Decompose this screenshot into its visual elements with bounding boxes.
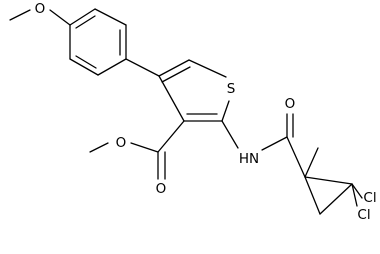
bond-c3-ester-carbon [157, 120, 185, 153]
bond-nh-amide-carbon [261, 136, 288, 151]
atom-ester-carbonyl-oxygen: O [156, 181, 167, 197]
atom-thiophene-sulfur: S [227, 81, 236, 97]
bond-thiophene-c5-s [188, 59, 227, 78]
bond-benzene-inner-3 [75, 55, 97, 69]
bond-thiophene-c5-c5-double [161, 66, 191, 83]
bond-ester-c-o [130, 142, 159, 153]
bond-thiophene-c4-c5 [158, 59, 190, 77]
bond-benzene-1 [69, 8, 96, 26]
atom-amide-carbonyl-oxygen: O [285, 96, 296, 112]
bond-benzene-5 [69, 58, 99, 76]
bond-cyclopropane-2 [319, 183, 353, 215]
bond-benzene-inner-1 [75, 15, 96, 29]
bond-amide-cyclopropane [286, 136, 306, 178]
bond-cyclopropane-methyl [304, 147, 319, 178]
bond-methoxy-o-ring [49, 9, 71, 26]
bond-benzene-4 [97, 58, 127, 76]
bond-cyclopropane-1 [304, 176, 353, 185]
atom-amide-nitrogen: HN [239, 151, 259, 167]
bond-cyclopropane-3 [304, 176, 321, 215]
bond-ccl2-cl-top [351, 183, 363, 199]
atom-methoxy-oxygen: O [35, 1, 46, 17]
bond-thiophene-s-c2 [221, 100, 230, 122]
bond-c2-nh [221, 120, 239, 149]
bond-ester-o-methyl [89, 142, 109, 153]
bond-aryl-thiophene [125, 58, 160, 77]
bond-benzene-2 [94, 8, 127, 26]
label-layer: O S O O HN O Cl Cl [35, 1, 377, 223]
atom-ester-ether-oxygen: O [116, 135, 127, 151]
bond-thiophene-c3-c4 [158, 75, 185, 122]
bond-methoxy-methyl-o [9, 9, 31, 21]
bond-layer [9, 8, 363, 215]
bond-ccl2-cl-bottom [351, 183, 358, 207]
atom-chlorine-top: Cl [363, 190, 376, 206]
atom-chlorine-bottom: Cl [357, 207, 370, 223]
